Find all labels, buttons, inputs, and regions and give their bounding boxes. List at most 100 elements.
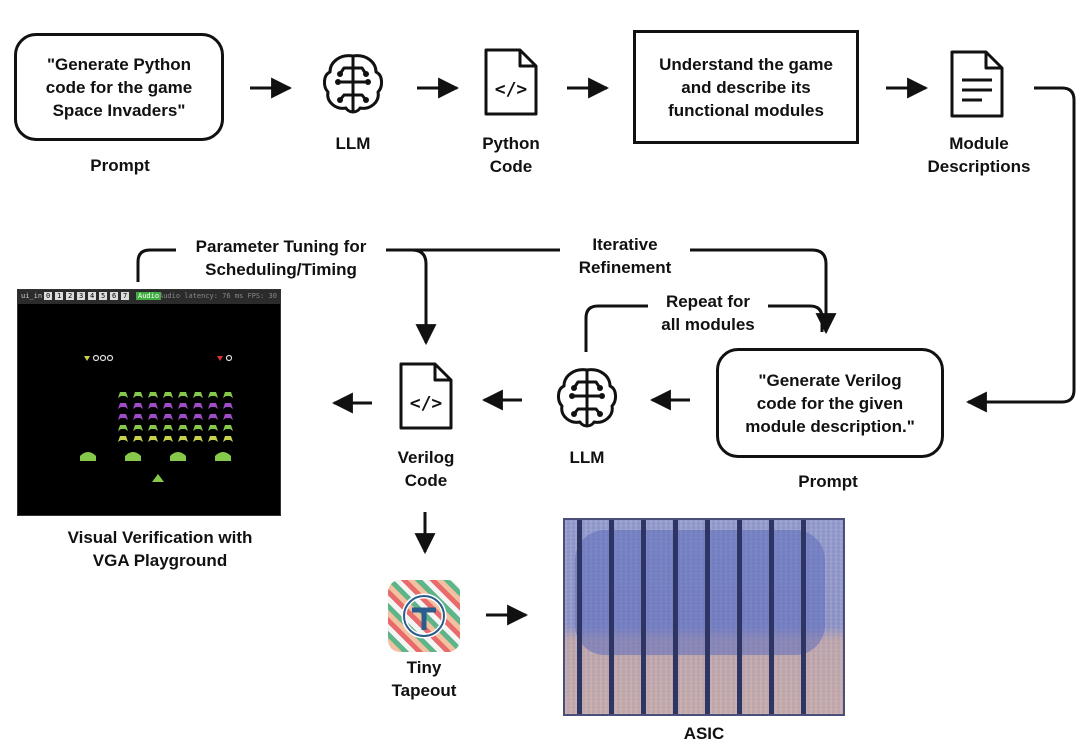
player-cannon bbox=[152, 474, 164, 482]
invader-sprite bbox=[178, 436, 188, 442]
vga-toolbar-input-label: ui_in bbox=[21, 292, 43, 300]
invader-sprite bbox=[148, 403, 158, 409]
vga-toolbar-button-6[interactable]: 6 bbox=[110, 292, 119, 300]
invader-sprite bbox=[118, 436, 128, 442]
asic-strap-3 bbox=[641, 520, 646, 714]
python-code-file-icon: </> bbox=[484, 48, 538, 116]
vga-toolbar-button-3[interactable]: 3 bbox=[77, 292, 86, 300]
invader-sprite bbox=[133, 436, 143, 442]
asic-die-image bbox=[563, 518, 845, 716]
python-code-caption: Python Code bbox=[482, 134, 540, 176]
invader-sprite bbox=[148, 436, 158, 442]
invader-sprite bbox=[163, 436, 173, 442]
invader-sprite bbox=[193, 414, 203, 420]
iterative-refinement-label: Iterative Refinement bbox=[560, 233, 690, 279]
asic-strap-8 bbox=[801, 520, 806, 714]
prompt-top-caption: Prompt bbox=[90, 156, 150, 175]
repeat-modules-label: Repeat for all modules bbox=[648, 290, 768, 336]
invader-sprite bbox=[208, 414, 218, 420]
prompt-verilog-text: "Generate Verilog code for the given mod… bbox=[745, 370, 915, 436]
invader-sprite bbox=[148, 392, 158, 398]
invader-sprite bbox=[118, 392, 128, 398]
invader-sprite bbox=[223, 392, 233, 398]
prompt-verilog-box: "Generate Verilog code for the given mod… bbox=[716, 348, 944, 458]
invader-sprite bbox=[223, 436, 233, 442]
module-descriptions-caption: Module Descriptions bbox=[927, 134, 1031, 176]
invader-sprite bbox=[133, 425, 143, 431]
invader-grid bbox=[118, 392, 233, 442]
asic-strap-6 bbox=[737, 520, 742, 714]
llm-bottom-caption: LLM bbox=[569, 448, 605, 467]
invader-sprite bbox=[133, 403, 143, 409]
vga-toolbar-button-4[interactable]: 4 bbox=[88, 292, 97, 300]
space-invaders-game-screen bbox=[80, 354, 233, 482]
asic-strap-5 bbox=[705, 520, 710, 714]
invader-sprite bbox=[163, 403, 173, 409]
invader-sprite bbox=[133, 414, 143, 420]
verilog-code-file-icon: </> bbox=[399, 362, 453, 430]
shields bbox=[80, 452, 231, 461]
understand-game-text: Understand the game and describe its fun… bbox=[659, 54, 833, 120]
verilog-code-glyph: </> bbox=[410, 393, 443, 414]
loop-iterative-refinement bbox=[382, 248, 826, 332]
vga-caption: Visual Verification with VGA Playground bbox=[67, 528, 253, 570]
tiny-tapeout-logo bbox=[388, 580, 460, 652]
invader-sprite bbox=[178, 392, 188, 398]
prompt-python-text: "Generate Python code for the game Space… bbox=[45, 54, 193, 120]
score-markers bbox=[84, 354, 233, 362]
invader-sprite bbox=[208, 392, 218, 398]
vga-toolbar-button-1[interactable]: 1 bbox=[55, 292, 64, 300]
invader-sprite bbox=[118, 414, 128, 420]
python-code-glyph: </> bbox=[495, 79, 528, 100]
vga-toolbar-button-0[interactable]: 0 bbox=[44, 292, 53, 300]
invader-sprite bbox=[178, 403, 188, 409]
invader-sprite bbox=[208, 436, 218, 442]
brain-circuit-icon bbox=[323, 54, 383, 114]
vga-toolbar-audio-toggle[interactable]: Audio bbox=[136, 292, 162, 300]
asic-strap-4 bbox=[673, 520, 678, 714]
loop-repeat-modules bbox=[584, 304, 824, 352]
invader-sprite bbox=[163, 392, 173, 398]
llm-top-caption: LLM bbox=[335, 134, 371, 153]
invader-sprite bbox=[193, 436, 203, 442]
prompt-bottom-caption: Prompt bbox=[798, 472, 858, 491]
vga-toolbar-stats: Audio latency: 76 ms FPS: 30 bbox=[158, 292, 277, 300]
verilog-code-caption: Verilog Code bbox=[397, 448, 455, 490]
document-icon bbox=[950, 50, 1004, 118]
invader-sprite bbox=[223, 414, 233, 420]
vga-toolbar: ui_in 0 1 2 3 4 5 6 7 Audio Audio latenc… bbox=[18, 290, 280, 304]
understand-game-box: Understand the game and describe its fun… bbox=[633, 30, 859, 144]
asic-core-region bbox=[575, 530, 825, 655]
invader-sprite bbox=[148, 414, 158, 420]
invader-sprite bbox=[133, 392, 143, 398]
invader-sprite bbox=[223, 403, 233, 409]
invader-sprite bbox=[163, 414, 173, 420]
vga-playground-screenshot: ui_in 0 1 2 3 4 5 6 7 Audio Audio latenc… bbox=[17, 289, 281, 516]
invader-sprite bbox=[178, 425, 188, 431]
arrow-descriptions-to-prompt bbox=[965, 86, 1076, 413]
invader-sprite bbox=[193, 425, 203, 431]
brain-circuit-icon-bottom bbox=[557, 368, 617, 428]
invader-sprite bbox=[148, 425, 158, 431]
vga-toolbar-button-2[interactable]: 2 bbox=[66, 292, 75, 300]
vga-toolbar-button-7[interactable]: 7 bbox=[121, 292, 130, 300]
tiny-tapeout-caption: Tiny Tapeout bbox=[391, 658, 457, 700]
tiny-tapeout-logo-mark bbox=[401, 593, 447, 639]
invader-sprite bbox=[208, 425, 218, 431]
asic-strap-2 bbox=[609, 520, 614, 714]
invader-sprite bbox=[163, 425, 173, 431]
invader-sprite bbox=[178, 414, 188, 420]
vga-toolbar-button-5[interactable]: 5 bbox=[99, 292, 108, 300]
invader-sprite bbox=[193, 392, 203, 398]
invader-sprite bbox=[223, 425, 233, 431]
asic-strap-1 bbox=[577, 520, 582, 714]
invader-sprite bbox=[118, 403, 128, 409]
invader-sprite bbox=[118, 425, 128, 431]
asic-caption: ASIC bbox=[683, 724, 725, 743]
invader-sprite bbox=[193, 403, 203, 409]
parameter-tuning-label: Parameter Tuning for Scheduling/Timing bbox=[176, 235, 386, 281]
prompt-python-box: "Generate Python code for the game Space… bbox=[14, 33, 224, 141]
asic-strap-7 bbox=[769, 520, 774, 714]
invader-sprite bbox=[208, 403, 218, 409]
